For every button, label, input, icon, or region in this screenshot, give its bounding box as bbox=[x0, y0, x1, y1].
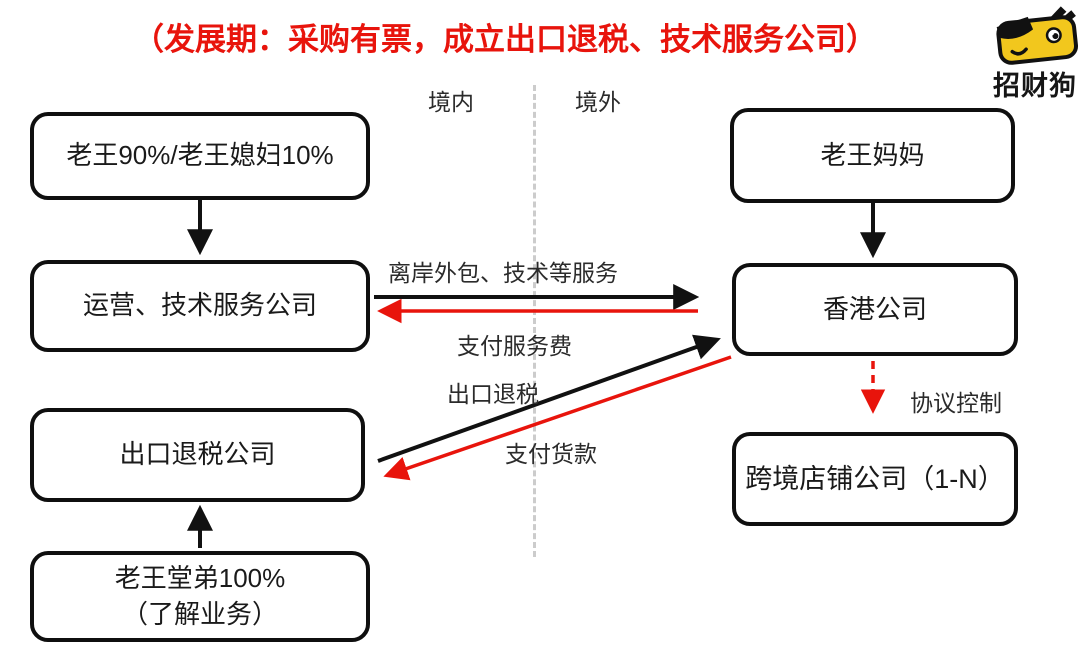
node-crossborder-shop-company: 跨境店铺公司（1-N） bbox=[732, 432, 1018, 526]
node-cousin-label-line2: （了解业务） bbox=[121, 598, 278, 629]
node-hk-company-label: 香港公司 bbox=[822, 293, 927, 324]
node-owner-couple: 老王90%/老王媳妇10% bbox=[30, 112, 370, 200]
logo-wordmark: 招财狗 bbox=[993, 71, 1077, 101]
edge-label-export-rebate: 出口退税 bbox=[447, 381, 539, 407]
node-crossborder-shop-company-label: 跨境店铺公司（1-N） bbox=[745, 463, 1005, 494]
region-label-overseas: 境外 bbox=[575, 89, 621, 115]
node-cousin-label-line1: 老王堂弟100% bbox=[114, 563, 286, 594]
node-mother-label: 老王妈妈 bbox=[820, 139, 925, 170]
domestic-overseas-divider bbox=[533, 85, 536, 557]
node-ops-tech-service-company-label: 运营、技术服务公司 bbox=[82, 290, 317, 321]
node-export-rebate-company: 出口退税公司 bbox=[30, 408, 365, 502]
node-ops-tech-service-company: 运营、技术服务公司 bbox=[30, 260, 370, 352]
node-export-rebate-company-label: 出口退税公司 bbox=[119, 439, 276, 470]
node-cousin: 老王堂弟100% （了解业务） bbox=[30, 551, 370, 642]
node-mother: 老王妈妈 bbox=[730, 108, 1015, 203]
dog-mascot-icon bbox=[996, 6, 1079, 65]
node-hk-company: 香港公司 bbox=[732, 263, 1018, 356]
region-label-domestic: 境内 bbox=[428, 89, 474, 115]
edge-label-offshore-services: 离岸外包、技术等服务 bbox=[388, 260, 618, 286]
node-owner-couple-label: 老王90%/老王媳妇10% bbox=[66, 140, 334, 171]
edge-label-pay-goods: 支付货款 bbox=[505, 441, 597, 467]
page-title: （发展期：采购有票，成立出口退税、技术服务公司） bbox=[133, 22, 877, 57]
edge-label-pay-service-fee: 支付服务费 bbox=[457, 333, 572, 359]
edge-label-agreement-control: 协议控制 bbox=[910, 390, 1002, 416]
